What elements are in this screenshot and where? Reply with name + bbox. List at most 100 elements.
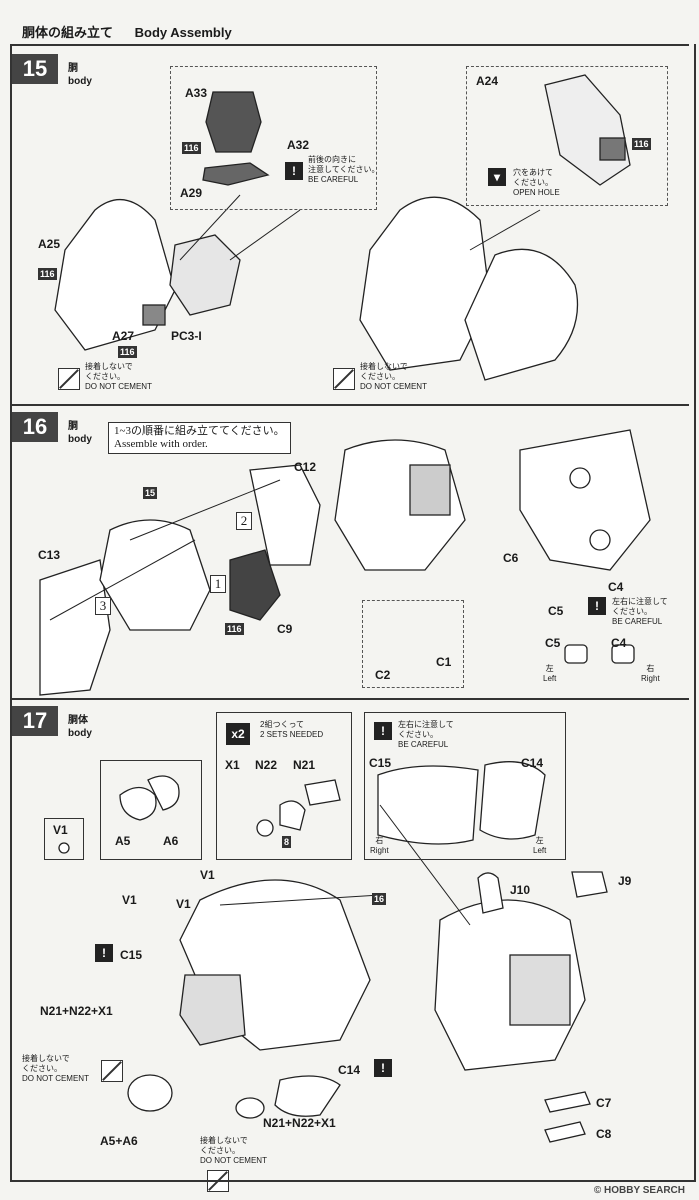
part-c9: C9 xyxy=(277,622,293,636)
step15-pc3i-block xyxy=(142,304,166,326)
careful-en: BE CAREFUL xyxy=(308,175,359,184)
right-label: 右 Right xyxy=(370,836,389,856)
step16-disc-b xyxy=(589,529,611,551)
step17-mech xyxy=(179,974,246,1046)
step17-n22 xyxy=(279,800,306,831)
nocement-jp1: 接着しないで xyxy=(22,1054,70,1063)
careful-icon: ! xyxy=(374,1059,392,1077)
step17-c7 xyxy=(544,1091,591,1113)
step17-c15-plate xyxy=(377,765,479,845)
order-num-2: 2 xyxy=(236,512,252,530)
no-cement-note: 接着しないで ください。 DO NOT CEMENT xyxy=(200,1136,267,1166)
nocement-en: DO NOT CEMENT xyxy=(200,1156,267,1165)
step17-window xyxy=(509,954,571,1026)
right-jp: 右 xyxy=(646,664,655,673)
title-rule xyxy=(10,44,689,46)
careful-jp2: ください。 xyxy=(612,607,652,616)
step-15-sub-jp: 胴 xyxy=(68,63,78,74)
footer-watermark: © HOBBY SEARCH xyxy=(593,1185,685,1196)
part-combo-a5-a6: A5+A6 xyxy=(100,1134,138,1148)
step16-c5-left xyxy=(564,644,588,664)
open-hole-note: 穴をあけて ください。 OPEN HOLE xyxy=(513,168,560,198)
paint-badge-116: 116 xyxy=(225,623,244,635)
nocement-jp1: 接着しないで xyxy=(85,362,133,371)
part-c7: C7 xyxy=(596,1096,612,1110)
step-16-sub: 胴 body xyxy=(68,420,92,446)
part-a29: A29 xyxy=(180,186,203,200)
part-c5-label: C5 xyxy=(545,636,561,650)
careful-en: BE CAREFUL xyxy=(398,740,449,749)
step17-inset-c14c15 xyxy=(364,712,566,860)
careful-jp1: 左右に注意して xyxy=(612,597,668,606)
leader xyxy=(379,804,471,926)
step17-n21-group xyxy=(235,1097,265,1119)
part-c4: C4 xyxy=(608,580,624,594)
step17-a5 xyxy=(119,786,157,821)
step15-a29 xyxy=(202,162,270,186)
part-a24: A24 xyxy=(476,74,499,88)
careful-icon: ! xyxy=(588,597,606,615)
two-sets-icon: x2 xyxy=(226,723,250,745)
careful-icon: ! xyxy=(285,162,303,180)
leader xyxy=(179,194,241,261)
step17-n21 xyxy=(304,779,341,806)
leader xyxy=(469,209,541,251)
step16-disc-a xyxy=(569,467,591,489)
step17-inset-sets xyxy=(216,712,352,860)
part-c1: C1 xyxy=(436,655,452,669)
left-label: 左 Left xyxy=(533,836,546,856)
step15-body-right xyxy=(359,196,491,371)
sets-en: 2 SETS NEEDED xyxy=(260,730,324,739)
part-c2: C2 xyxy=(375,668,391,682)
step16-c9 xyxy=(229,549,281,621)
paint-badge-116: 116 xyxy=(118,346,137,358)
left-label: 左 Left xyxy=(543,664,556,684)
part-a32: A32 xyxy=(287,138,310,152)
step15-inset-b xyxy=(466,66,668,206)
part-a6: A6 xyxy=(163,834,179,848)
order-num-3: 3 xyxy=(95,597,111,615)
nocement-jp2: ください。 xyxy=(85,372,125,381)
left-jp: 左 xyxy=(545,664,554,673)
part-c5: C5 xyxy=(548,604,564,618)
nocement-jp2: ください。 xyxy=(360,372,400,381)
step17-c14-plate2 xyxy=(274,1075,341,1117)
careful-note: 左右に注意して ください。 BE CAREFUL xyxy=(612,597,668,627)
step15-shell xyxy=(464,248,579,381)
order-note: 1~3の順番に組み立ててください。 Assemble with order. xyxy=(108,422,291,454)
step-16-number: 16 xyxy=(12,412,58,442)
no-cement-icon xyxy=(101,1060,123,1082)
right-en: Right xyxy=(641,674,660,683)
part-c6: C6 xyxy=(503,551,519,565)
careful-jp1: 前後の向きに xyxy=(308,155,356,164)
step15-a33 xyxy=(205,91,262,153)
paint-badge-116: 116 xyxy=(38,268,57,280)
nocement-en: DO NOT CEMENT xyxy=(360,382,427,391)
no-cement-note: 接着しないで ください。 DO NOT CEMENT xyxy=(85,362,152,392)
no-cement-note: 接着しないで ください。 DO NOT CEMENT xyxy=(22,1054,89,1084)
nocement-en: DO NOT CEMENT xyxy=(85,382,152,391)
careful-jp2: ください。 xyxy=(398,730,438,739)
ref-step-badge: 16 xyxy=(372,893,387,905)
careful-jp: 左右に注意して xyxy=(398,720,454,729)
step-17-sub: 胴体 body xyxy=(68,714,92,740)
part-pc3i: PC3-I xyxy=(171,329,202,343)
step17-j10 xyxy=(477,872,504,914)
step-16-sub-en: body xyxy=(68,434,92,445)
step-17-number: 17 xyxy=(12,706,58,736)
part-c4-label: C4 xyxy=(611,636,627,650)
step17-x1 xyxy=(256,819,274,837)
part-c8: C8 xyxy=(596,1127,612,1141)
step-16-sub-jp: 胴 xyxy=(68,421,78,432)
part-v1-c: V1 xyxy=(176,897,191,911)
step17-a6 xyxy=(147,775,180,811)
step16-window xyxy=(409,464,451,516)
part-v1-a: V1 xyxy=(200,868,215,882)
part-v1-b: V1 xyxy=(122,893,137,907)
ref-step-badge: 15 xyxy=(143,487,158,499)
title-en: Body Assembly xyxy=(134,25,232,40)
part-a25: A25 xyxy=(38,237,61,251)
step16-c13 xyxy=(39,559,111,696)
page-frame xyxy=(10,44,696,1182)
step17-inset-v1 xyxy=(44,818,84,860)
